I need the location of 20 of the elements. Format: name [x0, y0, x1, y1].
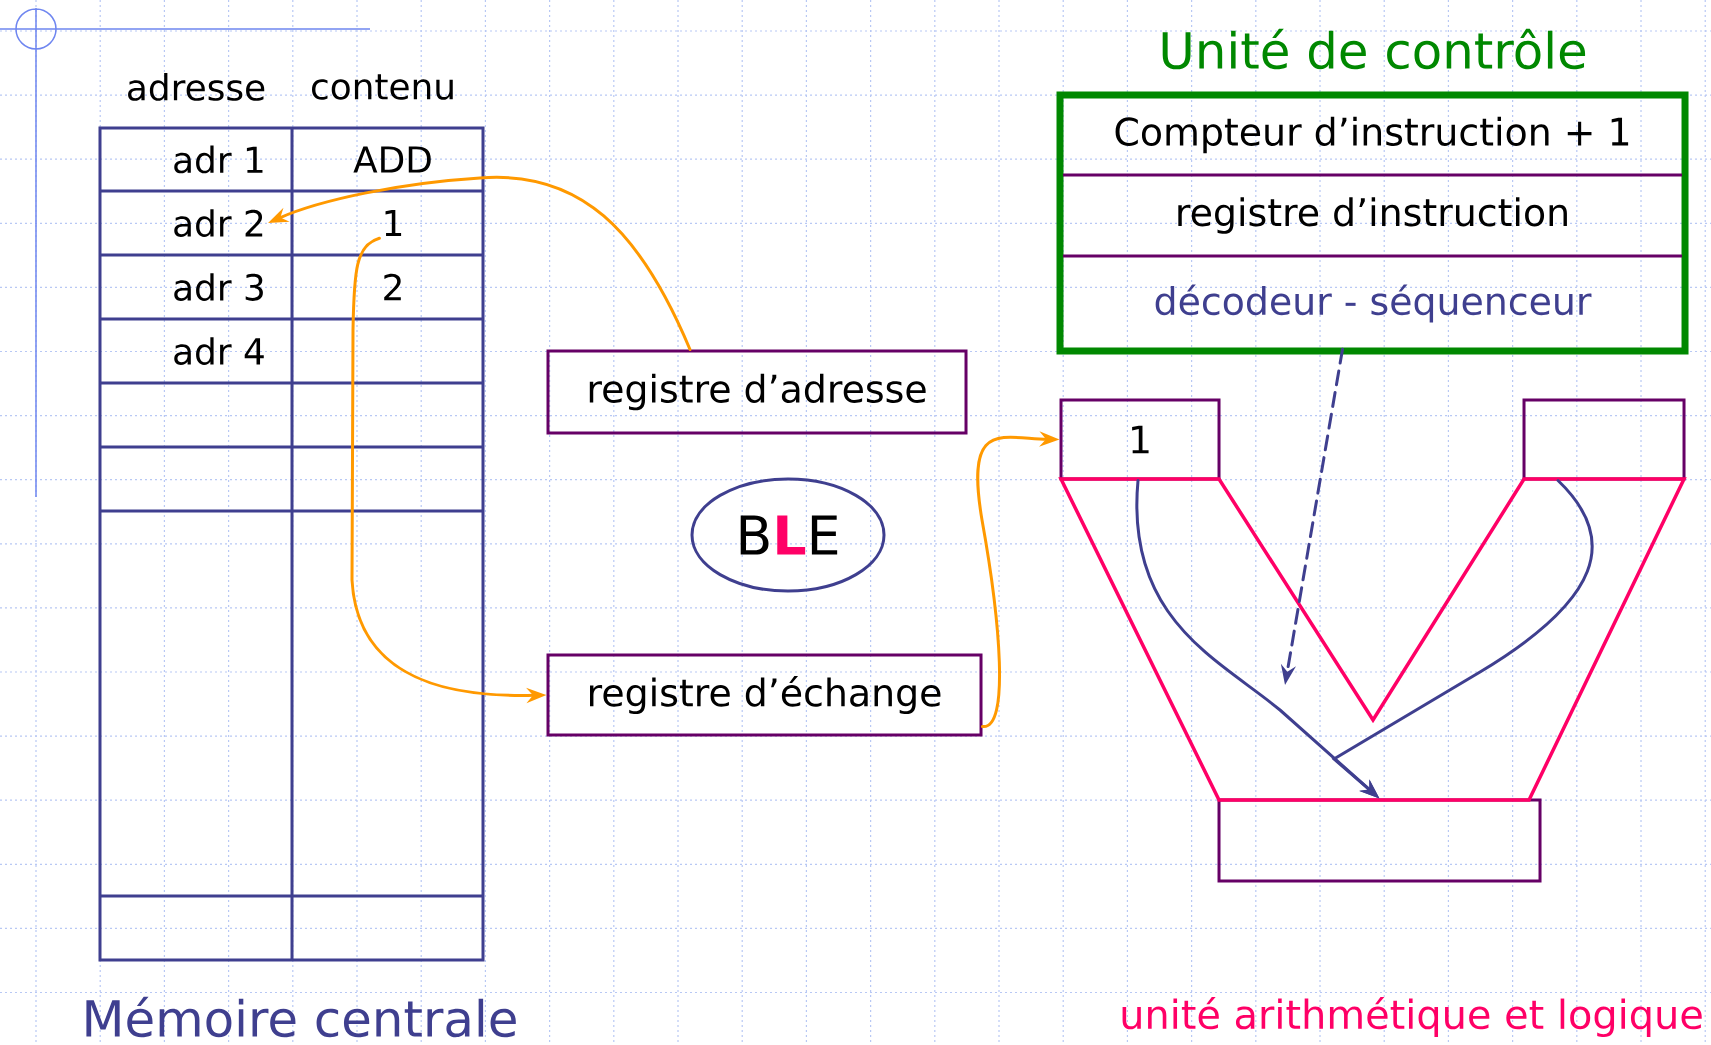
register-row: Compteur d’instruction + 1 — [1115, 116, 1629, 154]
register-box: registre d’échange — [546, 653, 983, 737]
register-row: décodeur - séquenceur — [1155, 284, 1592, 323]
register-box: 1 — [1059, 398, 1221, 481]
table-entry: adr 1 — [174, 145, 263, 174]
unit-title: Unité de contrôle — [1162, 28, 1586, 70]
table-entry: adr 2 — [174, 209, 263, 237]
column-header: adresse — [128, 73, 265, 101]
column-header: contenu — [312, 74, 453, 100]
unit-title: unité arithmétique et logique — [1122, 996, 1702, 1038]
register-box — [1522, 398, 1686, 481]
unit-title: Mémoire centrale — [86, 996, 516, 1038]
table-entry: 2 — [384, 273, 401, 301]
table-entry: adr 4 — [174, 337, 264, 365]
table-entry: adr 3 — [174, 273, 263, 301]
register-row: registre d’instruction — [1178, 197, 1567, 234]
register-box — [1217, 798, 1542, 883]
table-entry: 1 — [385, 209, 402, 237]
table-entry: ADD — [353, 146, 431, 173]
register-box: registre d’adresse — [546, 349, 968, 435]
